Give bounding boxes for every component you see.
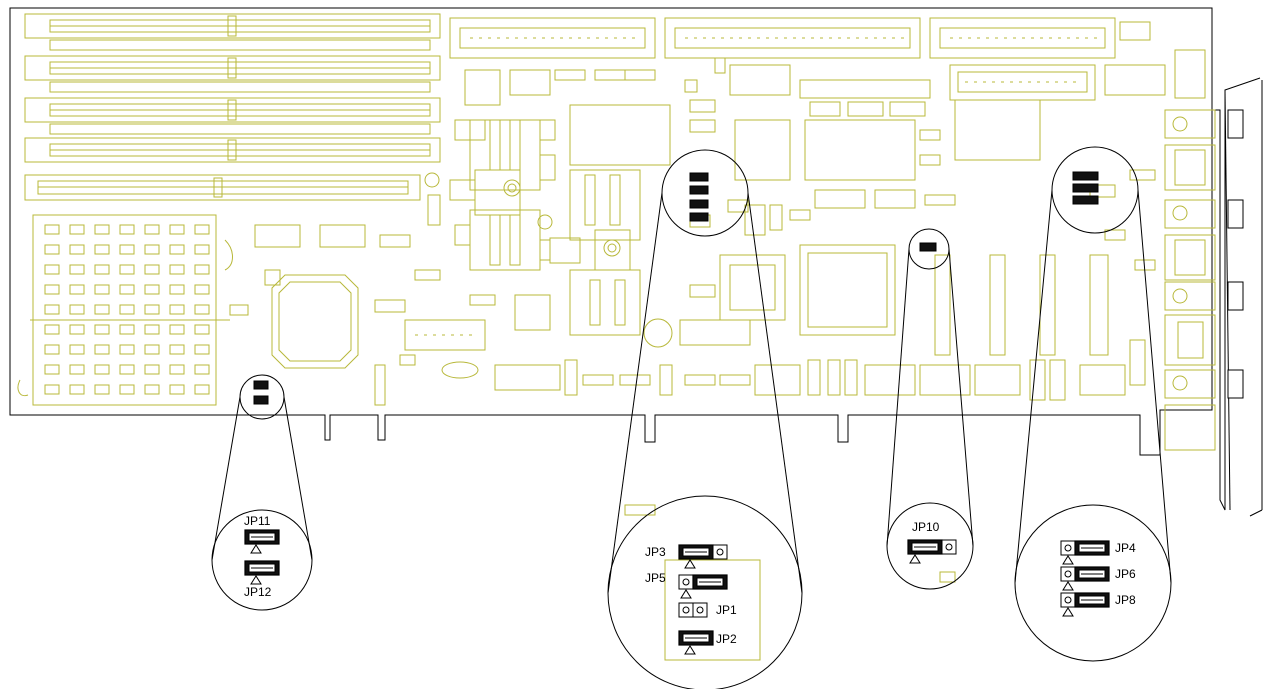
jp8-pin1-marker <box>1062 607 1074 617</box>
callout-jp3-jp5-jp1-jp2: JP3 JP5 JP1 JP2 <box>645 544 737 655</box>
callout-lines <box>211 189 1172 594</box>
jp5-jumper <box>692 574 728 590</box>
jp5-label: JP5 <box>645 571 666 585</box>
jp11-label: JP11 <box>244 514 271 528</box>
jp6-pin1-marker <box>1062 581 1074 591</box>
jp12-jumper <box>244 560 280 576</box>
callout-jp11-jp12: JP11 JP12 <box>244 514 280 599</box>
board-components <box>17 13 1216 661</box>
jp8-jumper <box>1074 592 1110 608</box>
jp6-jumper <box>1074 566 1110 582</box>
jp10-open-pin <box>941 539 957 555</box>
jp1-label: JP1 <box>716 603 737 617</box>
jp4-jumper <box>1074 540 1110 556</box>
jp3-jumper <box>678 544 714 560</box>
jp11-jumper <box>244 529 280 545</box>
jp5-open-pin <box>678 574 694 590</box>
jp3-pin1-marker <box>684 559 696 569</box>
jp4-open-pin <box>1060 540 1076 556</box>
jp2-pin1-marker <box>684 645 696 655</box>
jp10-pin1-marker <box>909 554 921 564</box>
jp6-label: JP6 <box>1115 567 1136 581</box>
jp10-jumper <box>907 539 943 555</box>
jp3-open-pin <box>712 544 728 560</box>
jp4-label: JP4 <box>1115 541 1136 555</box>
io-terminals <box>1227 109 1244 399</box>
jp6-open-pin <box>1060 566 1076 582</box>
jp4-pin1-marker <box>1062 555 1074 565</box>
callout-jp10: JP10 <box>907 520 957 564</box>
cpu-heatsink <box>17 214 233 406</box>
jp2-label: JP2 <box>716 632 737 646</box>
jp1-pin-b <box>692 602 708 618</box>
jp1-pin-a <box>678 602 694 618</box>
jp12-label: JP12 <box>244 585 272 599</box>
jp3-label: JP3 <box>645 545 666 559</box>
jp2-jumper <box>678 630 714 646</box>
callout-circles <box>211 495 1172 689</box>
jp8-open-pin <box>1060 592 1076 608</box>
board-jumper-locators <box>239 146 1139 420</box>
jp11-pin1-marker <box>250 544 262 554</box>
jp5-pin1-marker <box>680 589 692 599</box>
callout-jp4-jp6-jp8: JP4 JP6 JP8 <box>1060 540 1136 617</box>
jp10-label: JP10 <box>912 520 940 534</box>
board-outline <box>9 7 1213 456</box>
jp8-label: JP8 <box>1115 593 1136 607</box>
memory-slots <box>24 13 441 163</box>
jp12-pin1-marker <box>250 575 262 585</box>
